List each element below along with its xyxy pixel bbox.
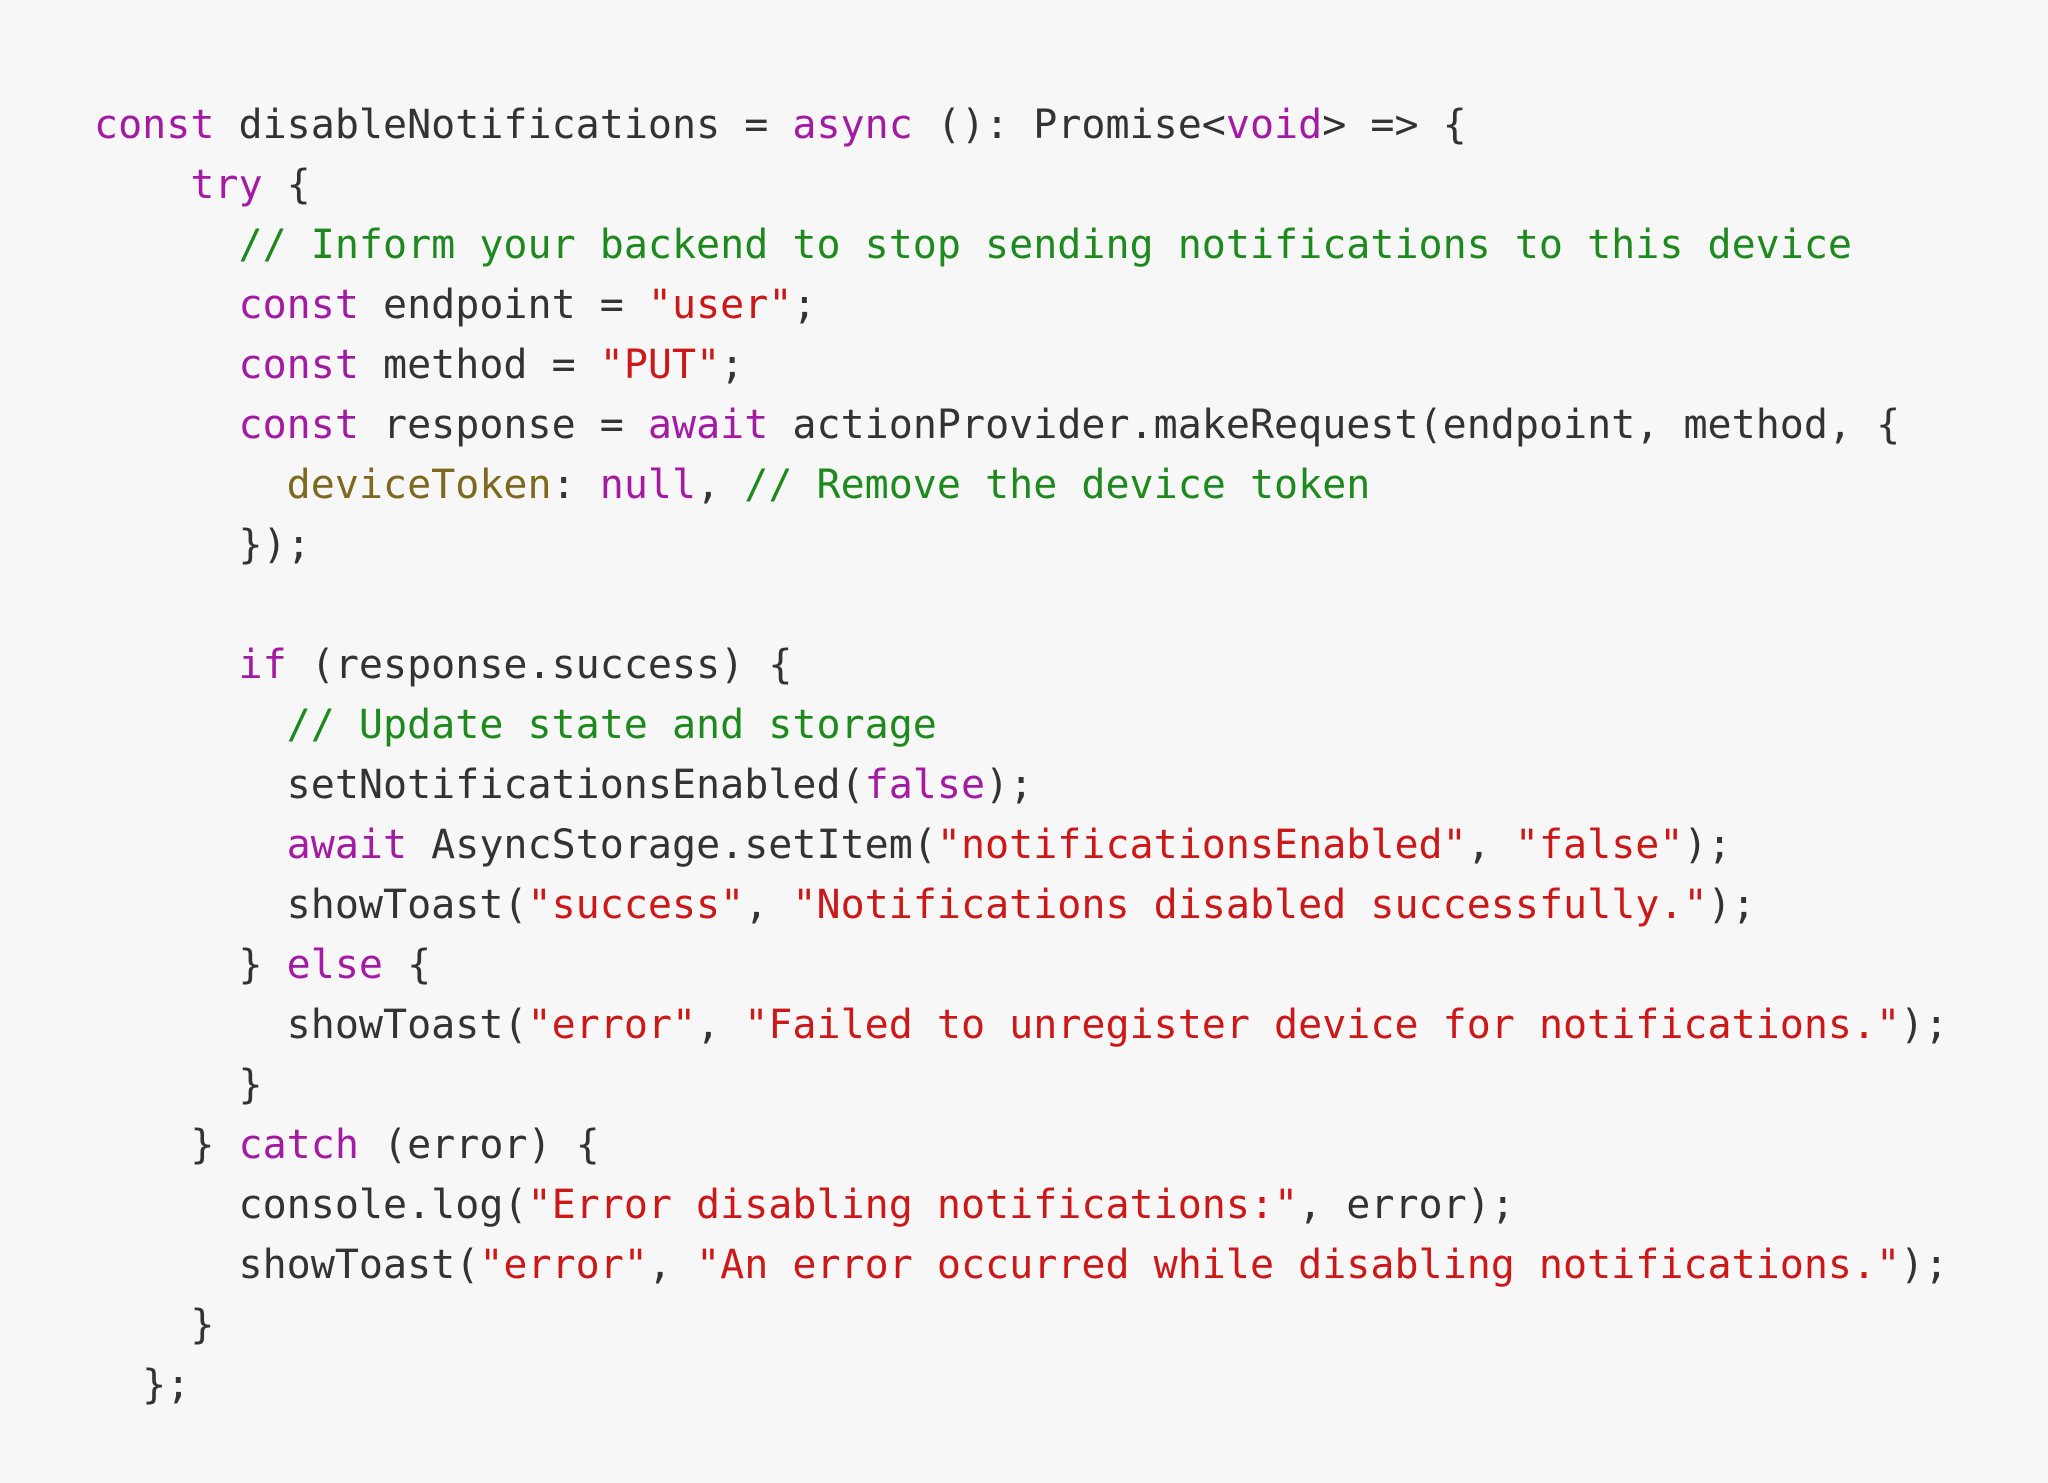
code-token-prop: deviceToken (286, 462, 552, 508)
code-token-keyword: await (286, 822, 408, 868)
code-line: try { (94, 155, 2048, 215)
code-token-plain: ); (1707, 882, 1756, 928)
code-token-plain: response = (358, 402, 648, 448)
code-token-plain: endpoint = (358, 282, 648, 328)
code-token-plain (94, 282, 239, 328)
code-token-plain: : (551, 462, 600, 508)
code-line: showToast("error", "An error occurred wh… (94, 1235, 2048, 1295)
code-token-plain: { (382, 942, 432, 988)
code-token-string: "error" (479, 1242, 648, 1288)
code-token-plain: ); (985, 762, 1034, 808)
code-token-plain: ); (1900, 1002, 1949, 1048)
code-token-plain: actionProvider.makeRequest(endpoint, met… (768, 402, 1901, 448)
code-token-plain: }; (94, 1362, 191, 1408)
code-token-plain: (): Promise< (912, 102, 1226, 148)
code-token-keyword: async (792, 102, 913, 148)
code-token-keyword: null (599, 462, 697, 508)
code-token-string: "Notifications disabled successfully." (792, 882, 1708, 928)
code-token-plain: (response.success) { (286, 642, 793, 688)
code-token-string: "success" (527, 882, 745, 928)
code-token-string: "error" (527, 1002, 697, 1048)
code-token-plain: disableNotifications = (214, 102, 793, 148)
code-token-plain: } (94, 1302, 215, 1348)
code-token-keyword: catch (238, 1122, 359, 1168)
code-token-plain: { (262, 162, 311, 208)
code-line: if (response.success) { (94, 635, 2048, 695)
code-line: showToast("success", "Notifications disa… (94, 875, 2048, 935)
code-token-keyword: const (238, 282, 359, 328)
code-token-string: "false" (1514, 822, 1684, 868)
code-line: console.log("Error disabling notificatio… (94, 1175, 2048, 1235)
code-token-plain: showToast( (94, 882, 528, 928)
code-token-string: "Failed to unregister device for notific… (744, 1002, 1901, 1048)
code-token-plain (94, 342, 239, 388)
code-token-plain: ; (792, 282, 817, 328)
code-line: // Update state and storage (94, 695, 2048, 755)
code-token-plain: ; (720, 342, 745, 388)
code-line: setNotificationsEnabled(false); (94, 755, 2048, 815)
code-line: }); (94, 515, 2048, 575)
code-token-plain: }); (94, 522, 311, 568)
code-token-keyword: if (238, 642, 287, 688)
code-token-plain: ); (1900, 1242, 1949, 1288)
code-line: const endpoint = "user"; (94, 275, 2048, 335)
code-token-keyword: const (238, 342, 359, 388)
code-token-plain: AsyncStorage.setItem( (407, 822, 937, 868)
code-token-string: "PUT" (599, 342, 721, 388)
code-token-string: "An error occurred while disabling notif… (696, 1242, 1901, 1288)
code-token-plain: , (744, 882, 793, 928)
code-lines: const disableNotifications = async (): P… (94, 95, 2048, 1415)
code-line: const method = "PUT"; (94, 335, 2048, 395)
code-token-plain (94, 642, 239, 688)
code-token-plain: ); (1683, 822, 1732, 868)
code-line: showToast("error", "Failed to unregister… (94, 995, 2048, 1055)
code-line: }; (94, 1355, 2048, 1415)
code-line: // Inform your backend to stop sending n… (94, 215, 2048, 275)
code-token-keyword: false (864, 762, 986, 808)
code-token-plain: setNotificationsEnabled( (94, 762, 865, 808)
code-token-plain: , (1466, 822, 1515, 868)
code-token-plain: showToast( (94, 1002, 528, 1048)
code-token-keyword: await (647, 402, 769, 448)
code-token-plain: (error) { (358, 1122, 600, 1168)
code-token-plain (94, 462, 287, 508)
code-token-comment: // Update state and storage (286, 702, 937, 748)
code-line: } (94, 1295, 2048, 1355)
code-token-plain: , (647, 1242, 697, 1288)
code-token-plain: console.log( (94, 1182, 528, 1228)
code-token-keyword: const (94, 102, 215, 148)
code-token-string: "user" (647, 282, 793, 328)
code-line: } (94, 1055, 2048, 1115)
code-line: await AsyncStorage.setItem("notification… (94, 815, 2048, 875)
code-token-plain (94, 162, 190, 208)
code-token-comment: // Remove the device token (744, 462, 1371, 508)
code-token-plain: } (94, 942, 287, 988)
code-line: } catch (error) { (94, 1115, 2048, 1175)
code-token-keyword: else (286, 942, 383, 988)
code-token-plain: method = (358, 342, 600, 388)
code-token-plain: } (94, 1062, 263, 1108)
code-line: const disableNotifications = async (): P… (94, 95, 2048, 155)
code-token-plain: , (696, 462, 745, 508)
code-token-string: "Error disabling notifications:" (527, 1182, 1299, 1228)
code-token-plain: , (696, 1002, 745, 1048)
code-token-plain (94, 222, 239, 268)
code-token-plain: showToast( (94, 1242, 480, 1288)
code-line: deviceToken: null, // Remove the device … (94, 455, 2048, 515)
code-token-plain: } (94, 1122, 239, 1168)
code-token-plain (94, 702, 287, 748)
code-line: } else { (94, 935, 2048, 995)
code-line (94, 575, 2048, 635)
code-line: const response = await actionProvider.ma… (94, 395, 2048, 455)
code-token-plain: , error); (1298, 1182, 1515, 1228)
code-token-plain: > => { (1322, 102, 1467, 148)
code-token-keyword: void (1225, 102, 1323, 148)
code-token-plain (94, 402, 239, 448)
code-token-string: "notificationsEnabled" (936, 822, 1467, 868)
code-token-keyword: try (190, 162, 263, 208)
code-token-comment: // Inform your backend to stop sending n… (238, 222, 1853, 268)
code-token-plain (94, 822, 287, 868)
code-token-keyword: const (238, 402, 359, 448)
